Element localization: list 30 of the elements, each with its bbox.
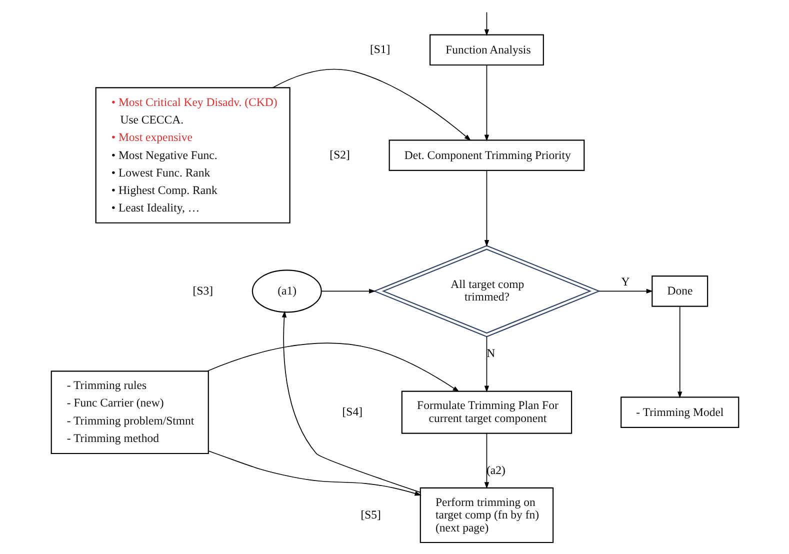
- arrow: [272, 68, 470, 141]
- arrow: [281, 310, 420, 493]
- arrow: [208, 450, 421, 496]
- node-diamond: All target comp trimmed?: [372, 245, 600, 338]
- edge-label: (a2): [486, 464, 505, 477]
- label: [S4]: [342, 405, 362, 418]
- label: [S3]: [192, 284, 213, 298]
- edge-label: Y: [620, 275, 630, 288]
- arrow: [598, 288, 653, 294]
- arrow: [484, 64, 489, 142]
- node-box: Perform trimming on target comp (fn by fn) (next page): [419, 487, 554, 544]
- label: [S5]: [360, 508, 380, 522]
- label: [S2]: [329, 148, 350, 162]
- label: [S1]: [369, 43, 390, 56]
- arrow: [677, 306, 682, 398]
- edge-label: N: [486, 347, 495, 360]
- node-box: Function Analysis: [429, 34, 544, 66]
- arrow: [320, 288, 376, 294]
- node-box: - Trimming rules - Func Carrier (new) - Trimming problem/Stmnt - Trimming method: [50, 370, 208, 454]
- node-box: Formulate Trimming Plan For current target component: [400, 390, 572, 434]
- node-box: Done: [651, 276, 708, 307]
- arrow: [484, 12, 489, 36]
- arrow: [206, 342, 459, 392]
- node-box: - Trimming Model: [620, 396, 739, 428]
- node-box: Det. Component Trimming Priority: [388, 140, 584, 171]
- arrow: [484, 170, 489, 247]
- arrow: [484, 336, 489, 392]
- node-ellipse: (a1): [251, 270, 322, 313]
- node-box: • Most Critical Key Disadv. (CKD) Use CECCA. • Most expensive • Most Negative Func. • Lowest Func. Rank • Highest Comp. Rank • Least Ideality, …: [94, 87, 290, 224]
- arrow: [484, 433, 489, 489]
